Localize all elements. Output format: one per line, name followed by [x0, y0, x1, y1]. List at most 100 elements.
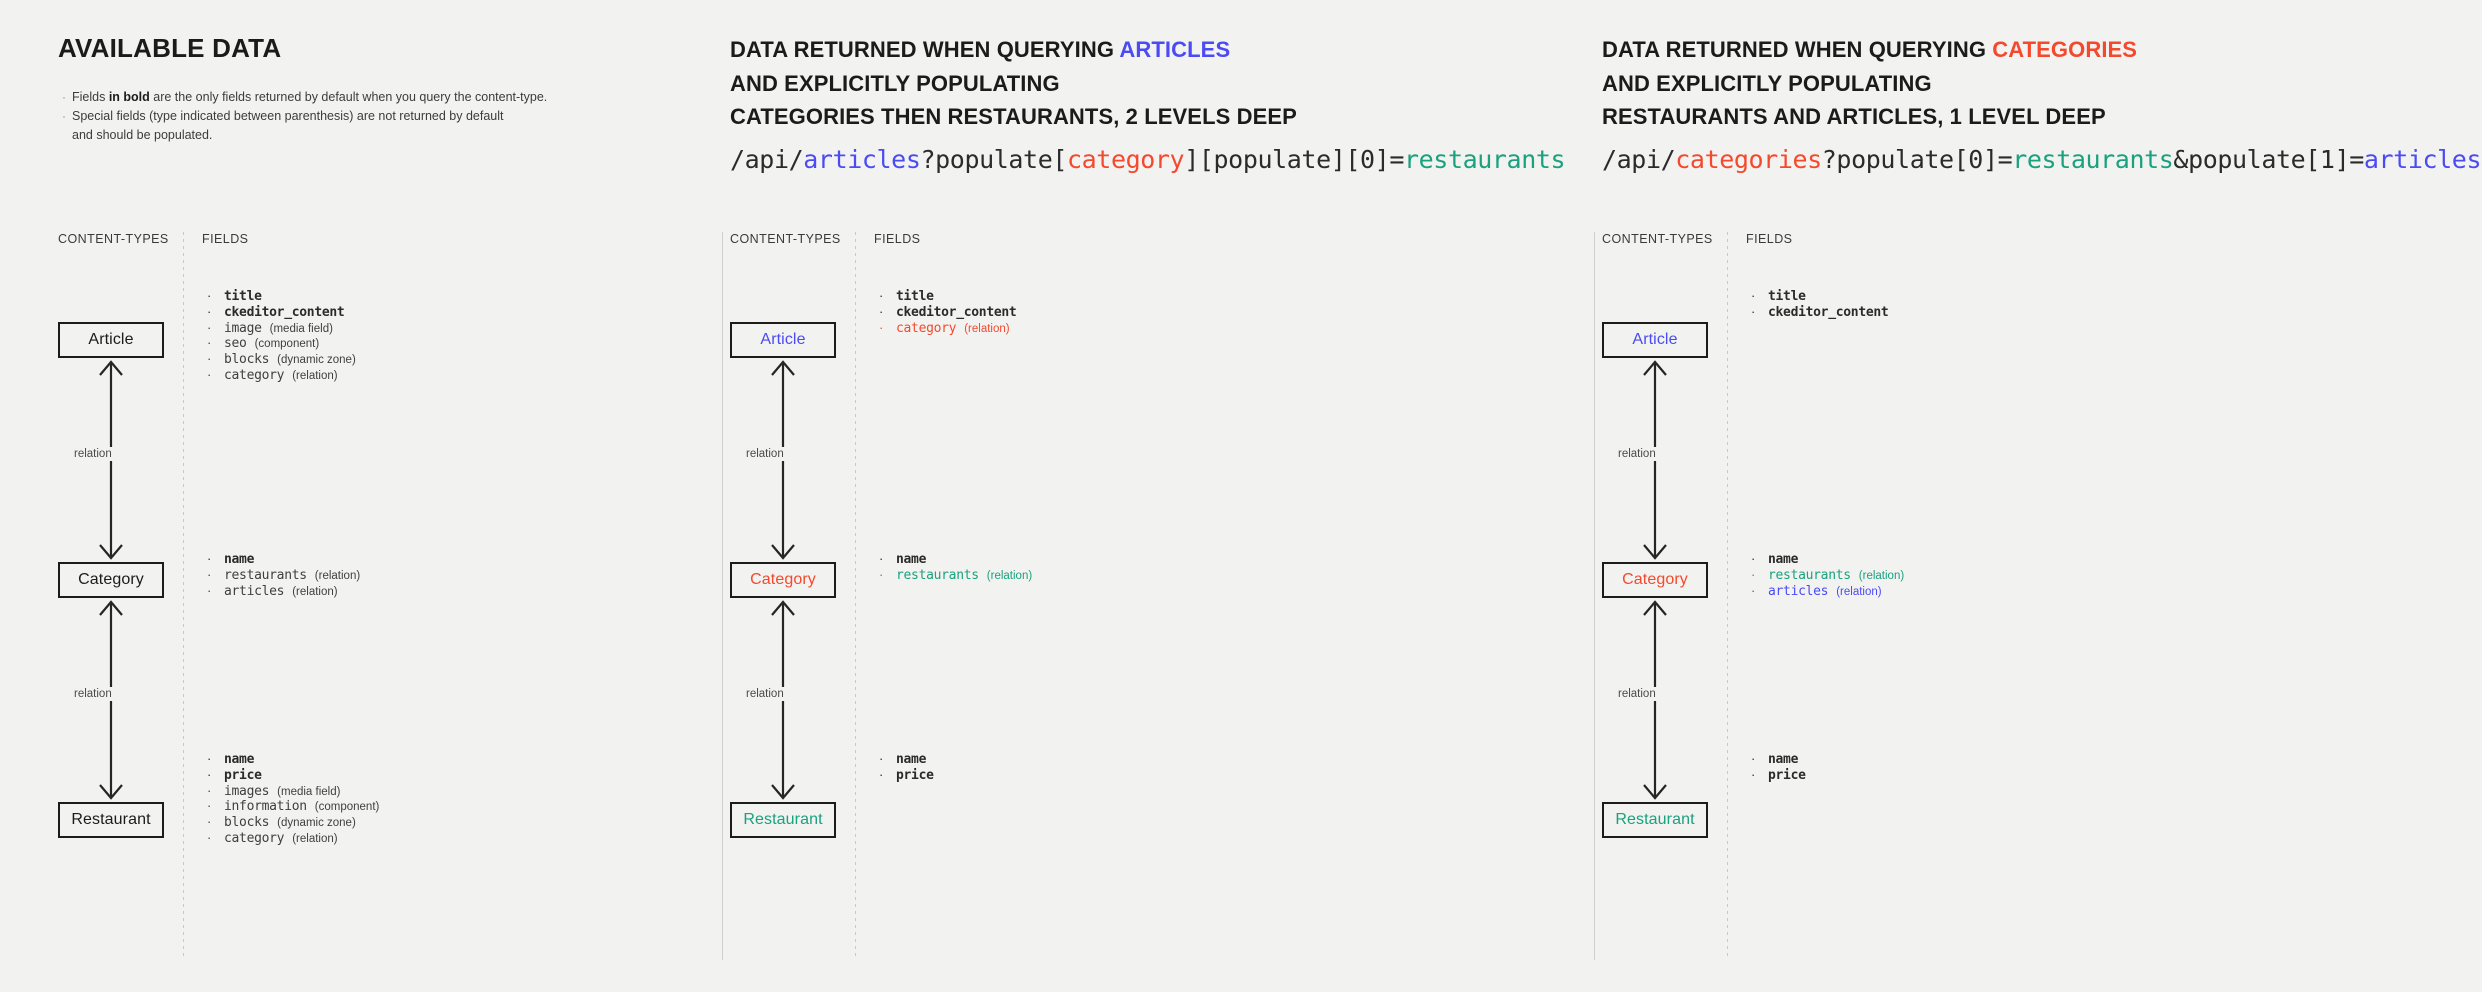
- bullet-icon: ·: [1751, 303, 1756, 319]
- relation-label-2: relation: [742, 687, 788, 701]
- bullet-icon: ·: [207, 829, 212, 845]
- bullet-icon: ·: [879, 766, 884, 782]
- field-type: (dynamic zone): [277, 817, 356, 830]
- bullet-icon: ·: [879, 303, 884, 319]
- bullet-icon: ·: [207, 782, 212, 798]
- panel2-heading: DATA RETURNED WHEN QUERYING ARTICLES AND…: [730, 33, 1297, 134]
- field-row: ·category(relation): [207, 830, 379, 846]
- bullet-icon: ·: [207, 351, 212, 367]
- content-type-box-article[interactable]: Article: [1602, 322, 1708, 358]
- content-type-box-restaurant[interactable]: Restaurant: [1602, 802, 1708, 838]
- content-type-box-category[interactable]: Category: [1602, 562, 1708, 598]
- field-type: (relation): [292, 585, 338, 598]
- field-name: name: [224, 552, 255, 567]
- field-row: ·restaurants(relation): [879, 567, 1032, 583]
- bullet-icon: ·: [207, 814, 212, 830]
- field-row: ·ckeditor_content: [879, 303, 1017, 320]
- panel-query-categories: DATA RETURNED WHEN QUERYING CATEGORIES A…: [1594, 0, 2482, 992]
- content-type-box-restaurant-label: Restaurant: [71, 811, 151, 828]
- content-type-box-restaurant[interactable]: Restaurant: [730, 802, 836, 838]
- legend-note-2-line1: Special fields (type indicated between p…: [72, 109, 504, 123]
- api-url-articles[interactable]: /api/articles?populate[category][populat…: [730, 145, 1566, 174]
- bullet-icon: ·: [1751, 766, 1756, 782]
- panel-available-data: AVAILABLE DATA · Fields in bold are the …: [0, 0, 722, 992]
- content-type-box-category-label: Category: [1622, 571, 1688, 588]
- content-type-box-category[interactable]: Category: [730, 562, 836, 598]
- field-row: ·title: [1751, 288, 1888, 304]
- bullet-icon: ·: [207, 798, 212, 814]
- col-label-fields: FIELDS: [874, 232, 921, 246]
- api-url-categories[interactable]: /api/categories?populate[0]=restaurants&…: [1602, 145, 2482, 174]
- relation-label-2: relation: [1614, 687, 1660, 701]
- field-name: restaurants: [896, 567, 979, 583]
- field-row: ·articles(relation): [1751, 583, 1904, 599]
- field-row: · title: [879, 288, 1016, 304]
- field-type: (relation): [292, 369, 338, 382]
- legend-note-1-prefix: Fields: [72, 90, 109, 104]
- field-row: ·name: [879, 751, 934, 767]
- url-part: /api/: [1602, 145, 1676, 174]
- bullet-icon: ·: [207, 288, 212, 303]
- panel-query-articles: DATA RETURNED WHEN QUERYING ARTICLES AND…: [722, 0, 1594, 992]
- field-group-article: ·title ·ckeditor_content ·image(media fi…: [207, 288, 356, 383]
- field-name: image: [224, 320, 262, 336]
- bullet-icon: ·: [62, 109, 66, 123]
- relation-label-1: relation: [742, 447, 788, 461]
- url-part: restaurants: [2012, 145, 2174, 174]
- field-row: ·price: [207, 767, 379, 783]
- bullet-icon: ·: [1751, 288, 1756, 303]
- bullet-icon: ·: [879, 566, 884, 582]
- field-name: articles: [1768, 583, 1829, 599]
- field-group-category: ·name ·restaurants(relation) ·articles(r…: [1751, 551, 1904, 599]
- content-type-box-article-label: Article: [760, 331, 806, 348]
- bullet-icon: ·: [207, 566, 212, 582]
- url-part: /api/: [730, 145, 804, 174]
- col-label-fields: FIELDS: [1746, 232, 1793, 246]
- content-type-box-restaurant-label: Restaurant: [743, 811, 823, 828]
- field-row: ·price: [879, 767, 934, 783]
- field-row: ·ckeditor_content: [1751, 303, 1889, 320]
- content-type-box-category[interactable]: Category: [58, 562, 164, 598]
- field-name: seo: [224, 336, 247, 352]
- bullet-icon: ·: [207, 319, 212, 335]
- field-row: ·blocks(dynamic zone): [207, 351, 356, 367]
- content-type-box-article[interactable]: Article: [730, 322, 836, 358]
- url-part: ][populate][0]=: [1184, 145, 1404, 174]
- legend-notes: · Fields in bold are the only fields ret…: [62, 88, 547, 145]
- col-label-content-types: CONTENT-TYPES: [58, 232, 169, 246]
- field-row: ·name: [1751, 551, 1904, 567]
- field-name: information: [224, 799, 307, 815]
- bullet-icon: ·: [1751, 566, 1756, 582]
- legend-note-1: · Fields in bold are the only fields ret…: [62, 88, 547, 107]
- panel3-heading: DATA RETURNED WHEN QUERYING CATEGORIES A…: [1602, 33, 2137, 134]
- field-name: articles: [224, 583, 285, 599]
- bullet-icon: ·: [1751, 582, 1756, 598]
- field-row: ·restaurants(relation): [1751, 567, 1904, 583]
- field-name: title: [896, 289, 934, 304]
- bullet-icon: ·: [62, 90, 66, 104]
- url-part: restaurants: [1404, 145, 1566, 174]
- field-type: (dynamic zone): [277, 354, 356, 367]
- bullet-icon: ·: [879, 288, 884, 303]
- content-type-box-restaurant[interactable]: Restaurant: [58, 802, 164, 838]
- column-divider: [855, 232, 856, 960]
- bullet-icon: ·: [879, 551, 884, 566]
- field-group-article: · title ·ckeditor_content ·category(relat…: [879, 288, 1017, 336]
- field-row: ·title: [207, 288, 356, 304]
- content-type-box-article[interactable]: Article: [58, 322, 164, 358]
- field-group-article: ·title ·ckeditor_content: [1751, 288, 1889, 320]
- legend-note-2-line2: and should be populated.: [72, 128, 213, 142]
- field-row: ·category(relation): [879, 320, 1016, 336]
- field-type: (component): [254, 338, 320, 351]
- bullet-icon: ·: [879, 751, 884, 766]
- field-name: name: [1768, 552, 1799, 567]
- field-group-category: ·name ·restaurants(relation) ·articles(r…: [207, 551, 360, 599]
- field-group-category: ·name ·restaurants(relation): [879, 551, 1032, 583]
- field-row: ·articles(relation): [207, 583, 360, 599]
- field-row: ·name: [207, 751, 379, 767]
- field-group-restaurant: ·name ·price ·images(media field) ·infor…: [207, 751, 379, 846]
- panel3-title-line-1: DATA RETURNED WHEN QUERYING CATEGORIES: [1602, 33, 2137, 67]
- bullet-icon: ·: [879, 319, 884, 335]
- field-name: name: [896, 552, 927, 567]
